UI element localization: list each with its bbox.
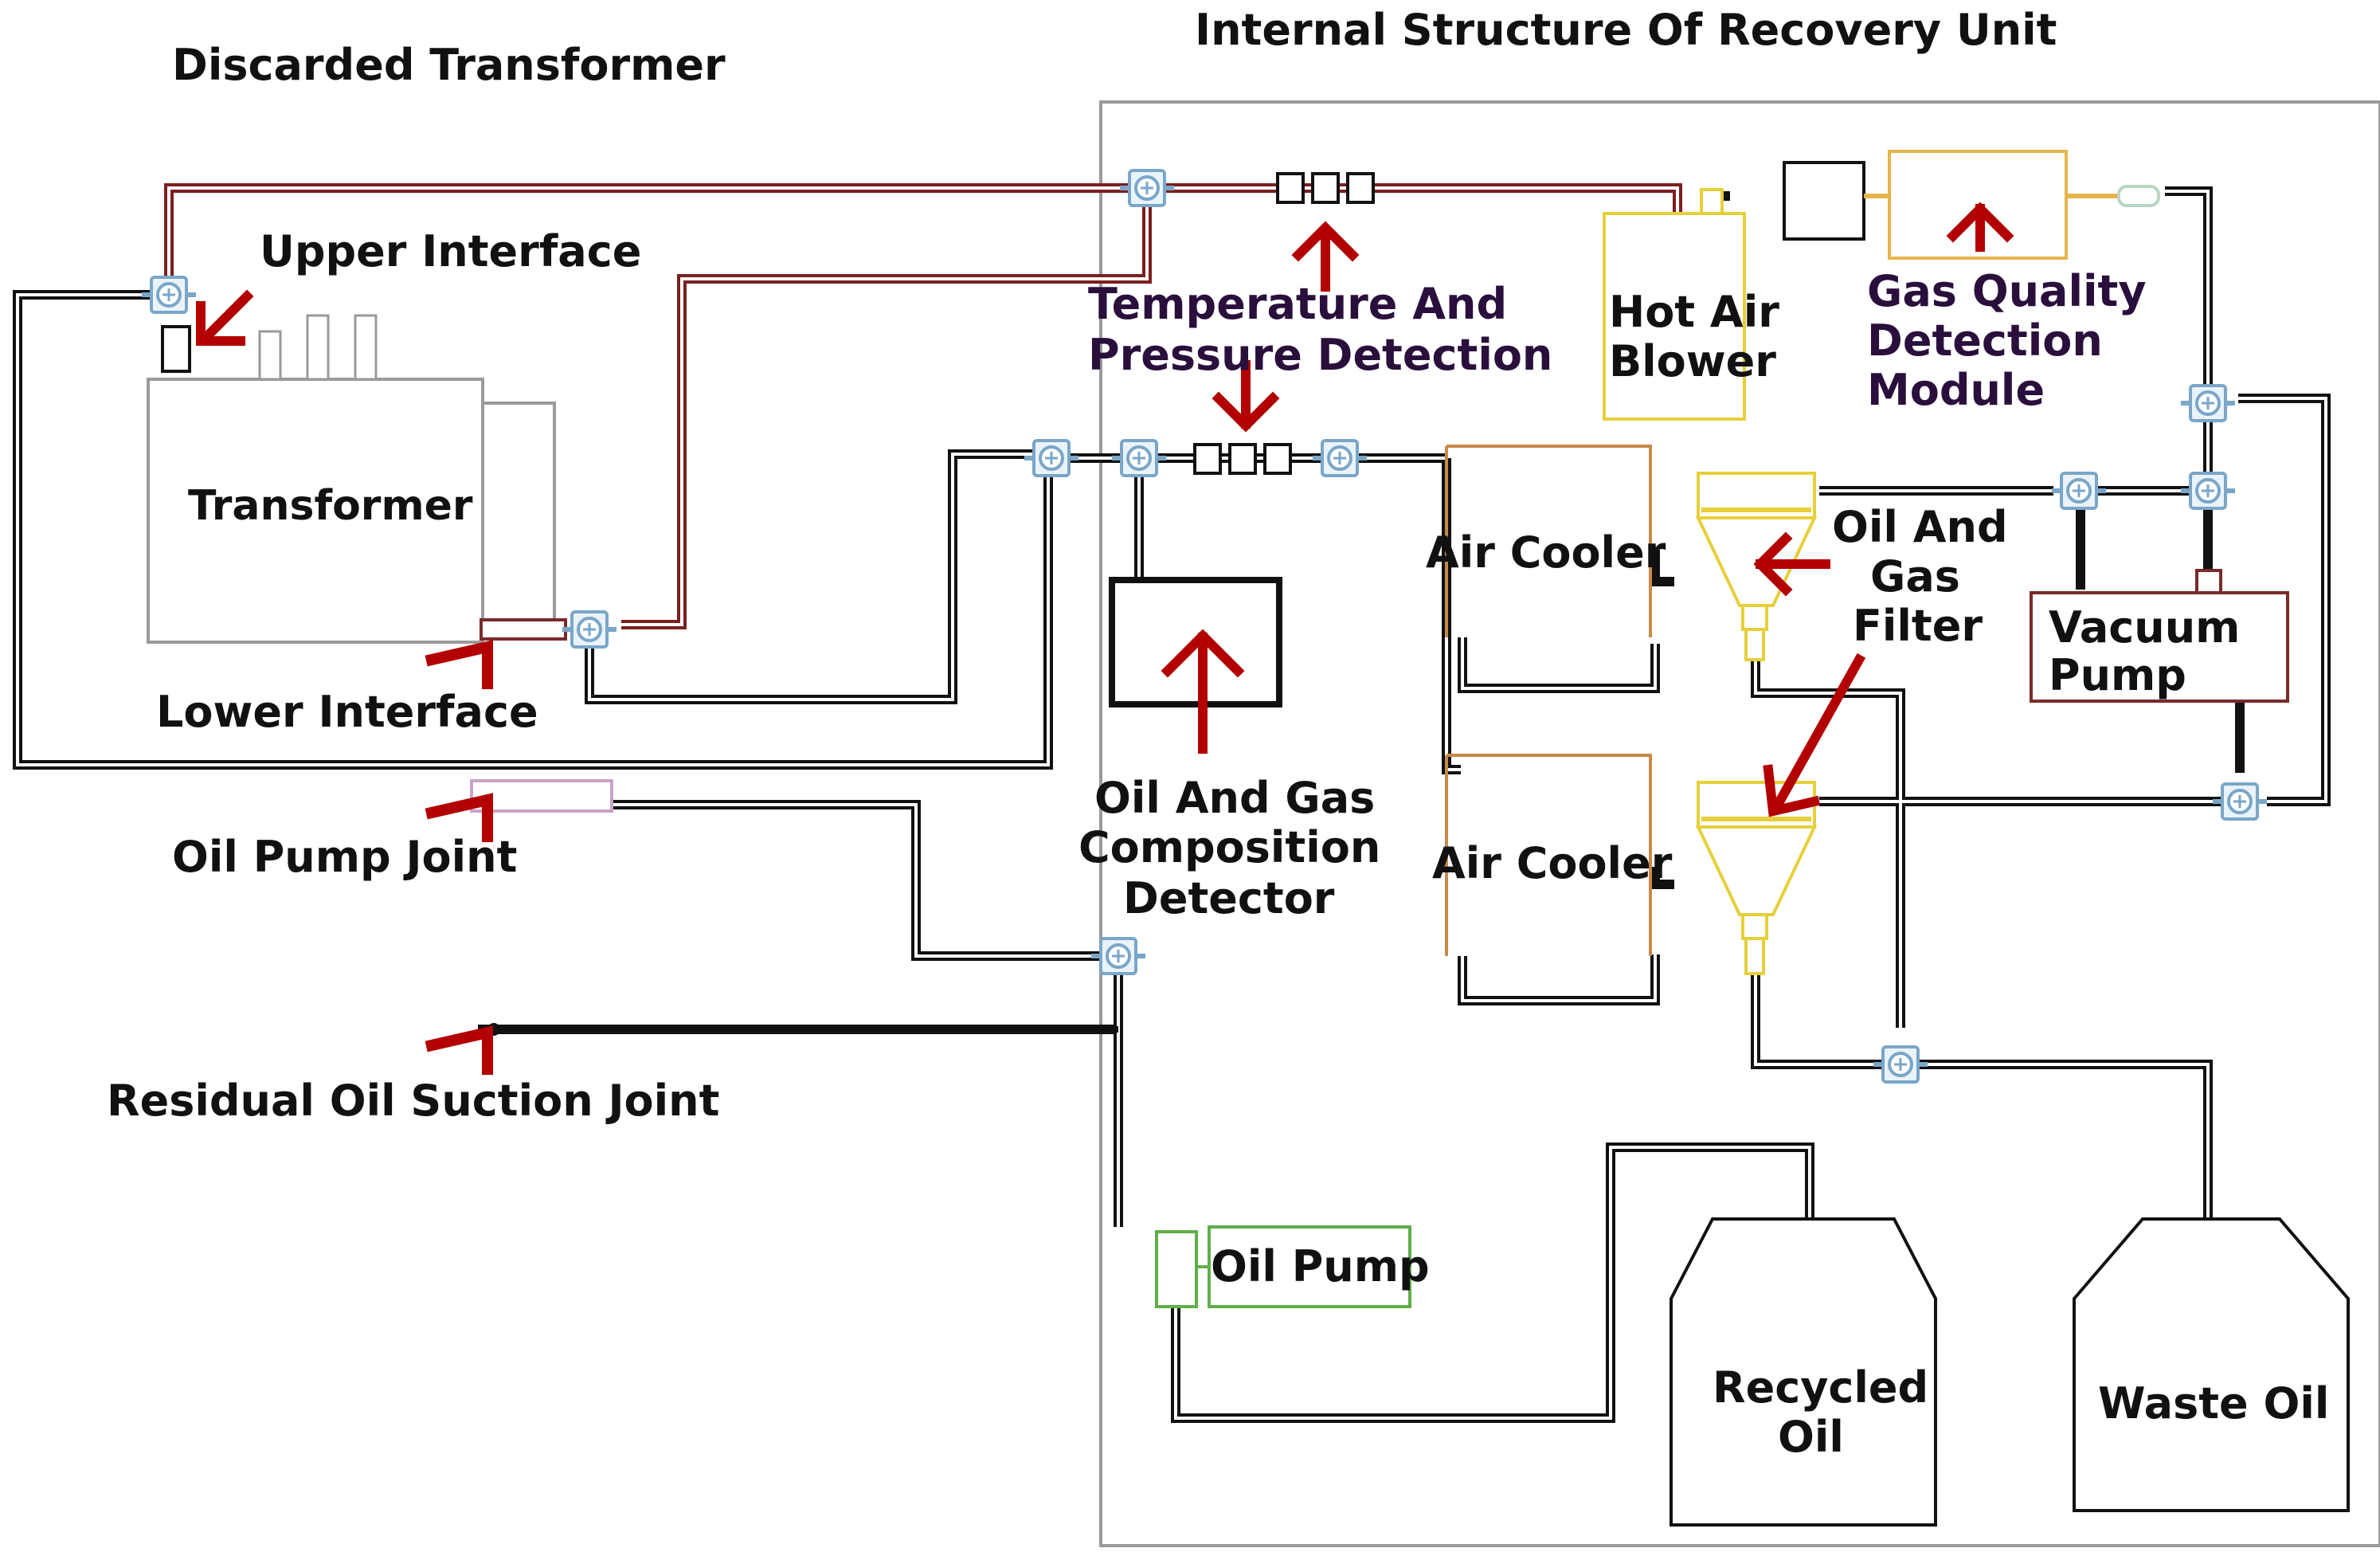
label-gas-quality-1: Gas Quality <box>1867 266 2147 316</box>
label-temp-pressure-1: Temperature And <box>1088 279 1507 329</box>
label-recycled-2: Oil <box>1778 1412 1844 1462</box>
label-transformer: Transformer <box>188 482 473 530</box>
label-vacuum-2: Pump <box>2049 650 2186 700</box>
label-waste-oil: Waste Oil <box>2098 1378 2329 1429</box>
label-detector-1: Oil And Gas <box>1094 773 1375 823</box>
temp-pressure-sensor-top <box>1276 172 1375 204</box>
recovery-unit-boundary <box>1099 100 2380 1547</box>
label-air-cooler-bottom: Air Cooler <box>1432 838 1673 888</box>
label-oil-pump: Oil Pump <box>1211 1241 1430 1291</box>
label-filter-2: Gas <box>1870 551 1960 602</box>
oil-pump-joint-fitting <box>470 779 613 813</box>
title-internal-structure: Internal Structure Of Recovery Unit <box>1195 5 2057 55</box>
label-oil-pump-joint: Oil Pump Joint <box>172 832 517 882</box>
label-temp-pressure-2: Pressure Detection <box>1088 330 1552 380</box>
vacuum-pump <box>2030 569 2289 703</box>
temp-pressure-sensor-mid <box>1193 443 1292 475</box>
label-lower-interface: Lower Interface <box>156 687 538 737</box>
filter-bottom <box>1695 781 1818 975</box>
air-cooler-top-box <box>1445 445 1652 637</box>
title-discarded-transformer: Discarded Transformer <box>172 40 726 90</box>
labels: Discarded Transformer Internal Structure… <box>107 5 2329 1462</box>
label-vacuum-1: Vacuum <box>2049 602 2240 653</box>
recycled-oil-tank <box>1670 1217 1937 1527</box>
label-residual-oil-suction-joint: Residual Oil Suction Joint <box>107 1076 719 1126</box>
label-recycled-1: Recycled <box>1713 1362 1928 1413</box>
label-filter-3: Filter <box>1853 601 1983 651</box>
label-upper-interface: Upper Interface <box>260 226 641 276</box>
label-filter-1: Oil And <box>1832 502 2008 552</box>
hot-air-blower <box>1603 188 1746 421</box>
label-hot-air-1: Hot Air <box>1609 287 1779 337</box>
transformer-body <box>147 314 567 644</box>
air-cooler-bottom-box <box>1445 754 1652 956</box>
label-gas-quality-2: Detection <box>1867 316 2103 366</box>
oil-pump <box>1155 1225 1411 1308</box>
label-hot-air-2: Blower <box>1609 336 1776 386</box>
arrows <box>196 202 2014 817</box>
label-detector-2: Composition <box>1078 822 1380 872</box>
waste-oil-tank <box>2073 1217 2350 1512</box>
gas-quality-module <box>1783 150 2160 260</box>
label-detector-3: Detector <box>1123 873 1335 923</box>
label-air-cooler-top: Air Cooler <box>1426 527 1666 578</box>
label-gas-quality-3: Module <box>1867 365 2045 415</box>
